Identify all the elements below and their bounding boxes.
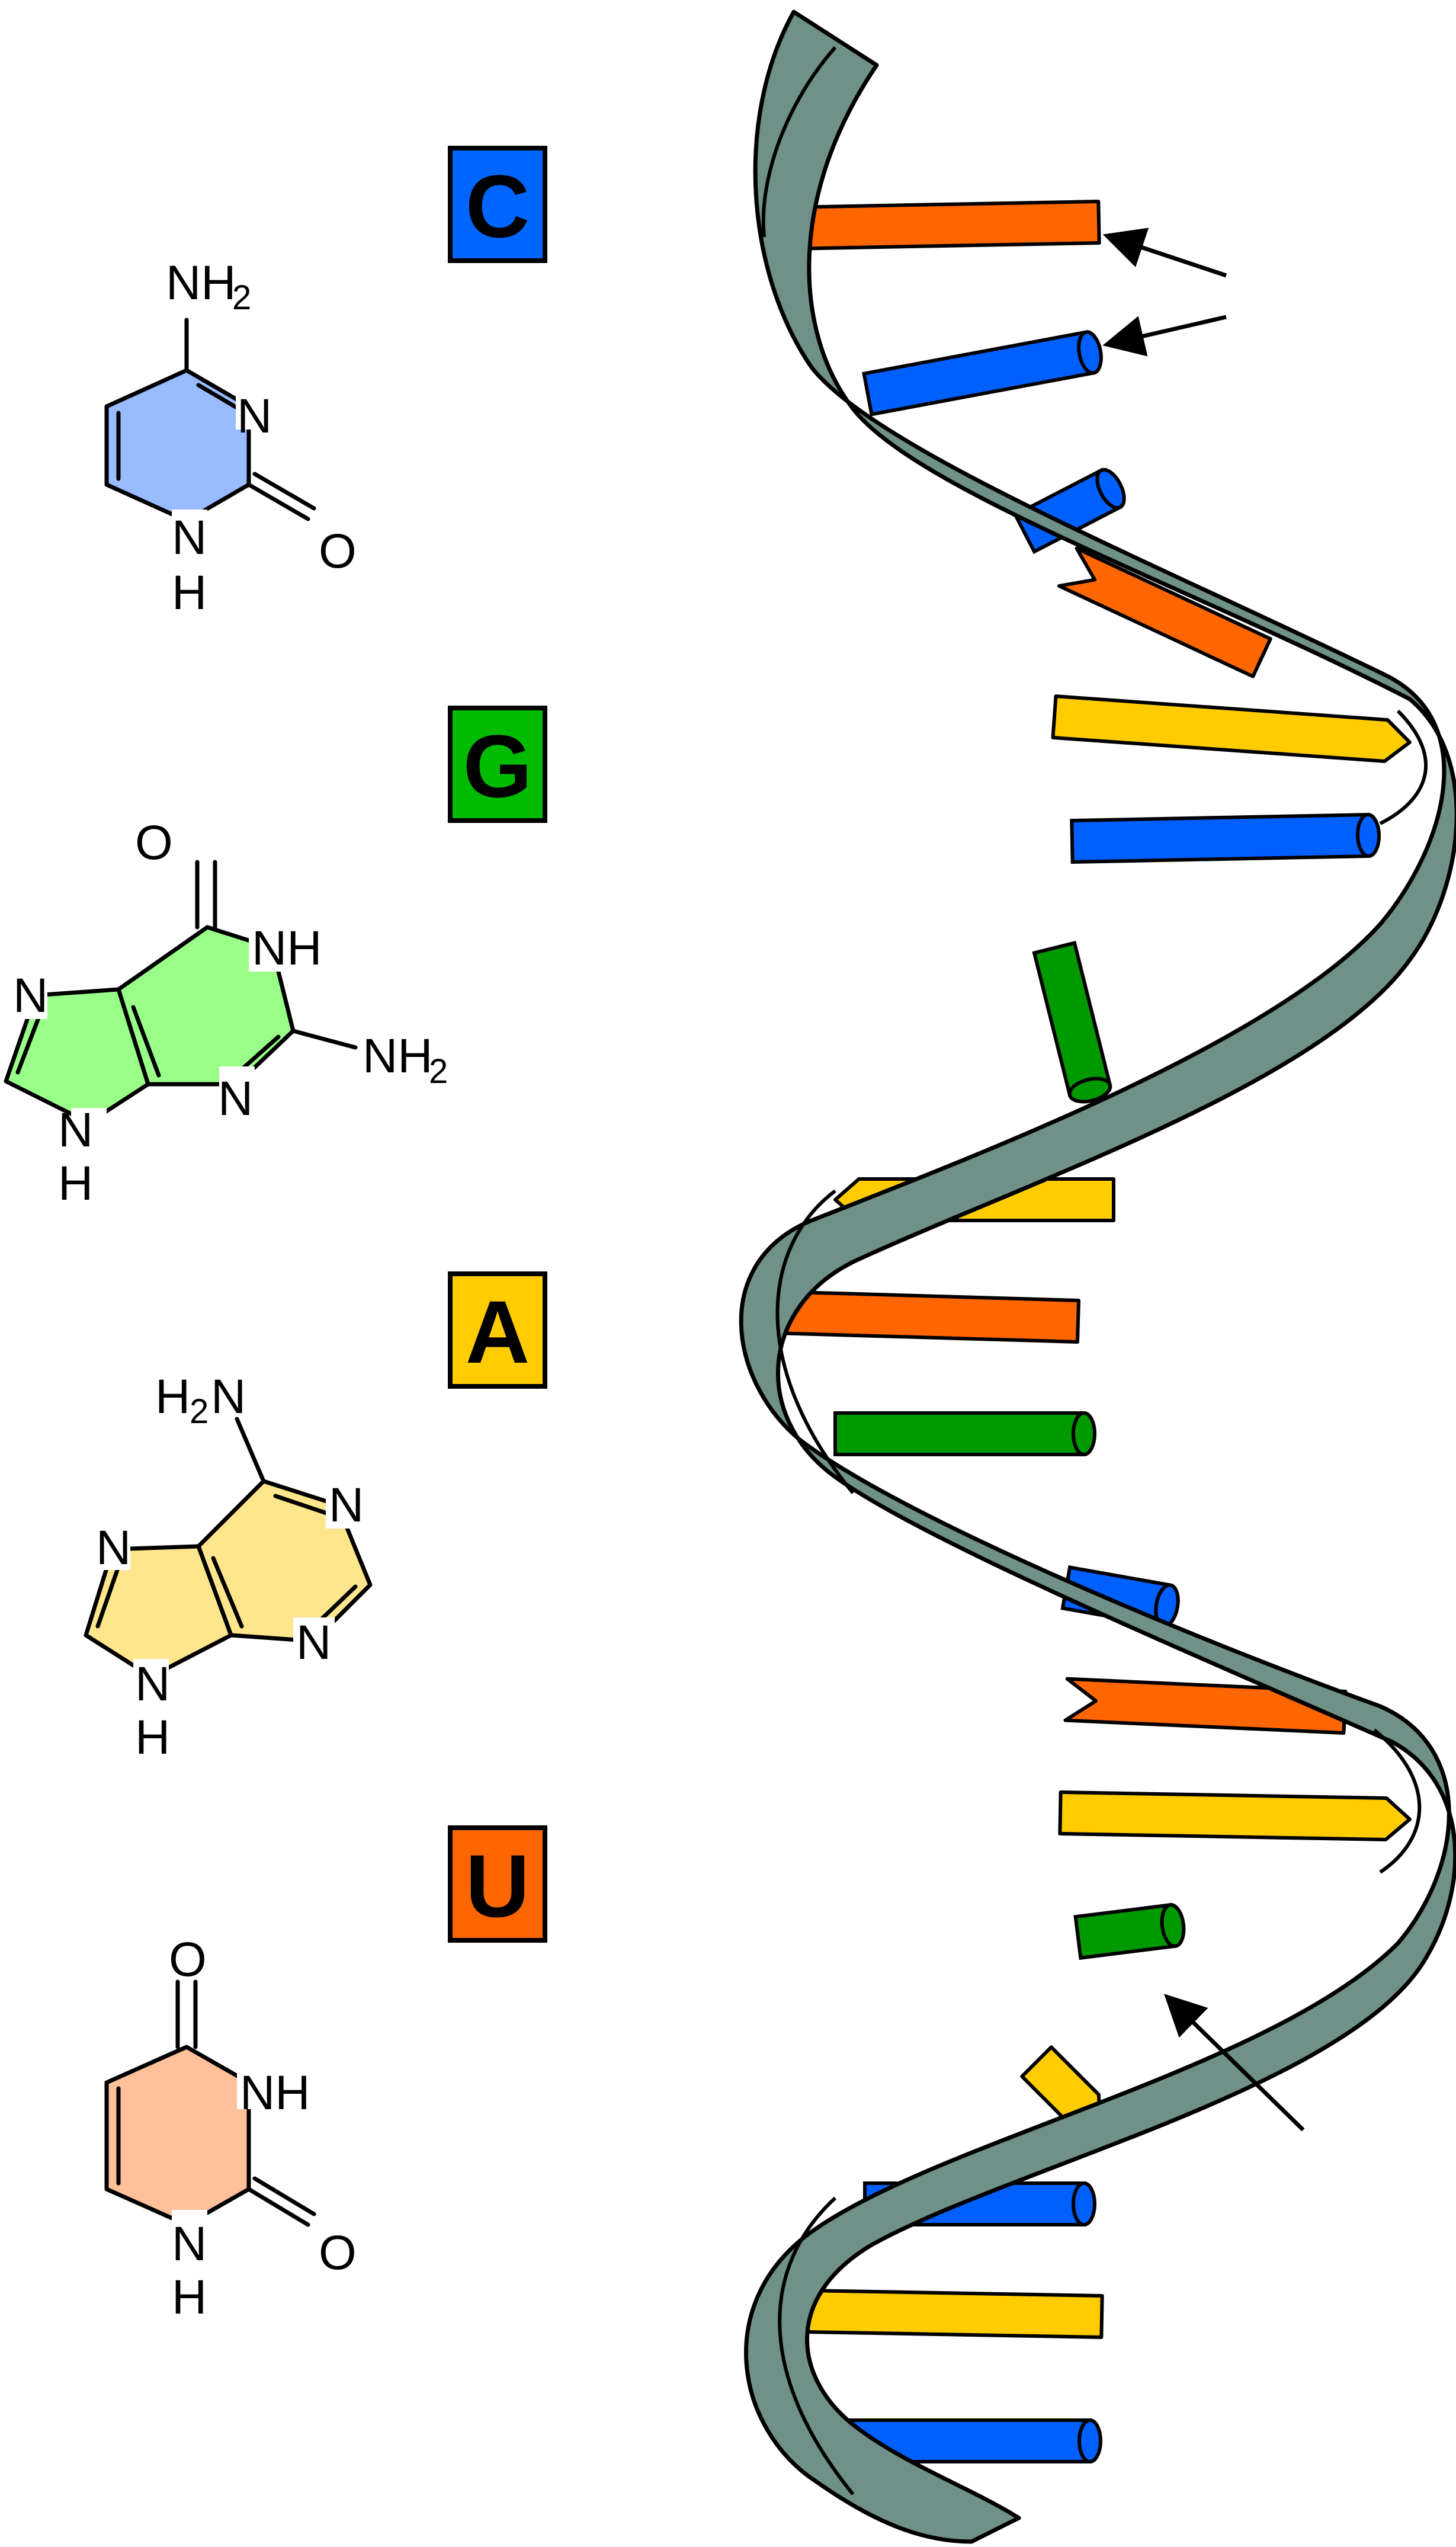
cytosine-o: O (319, 524, 357, 578)
helix-rung-guanine (833, 1411, 1096, 1456)
uracil-o2: O (319, 2226, 357, 2280)
helix-rung-guanine (1073, 1902, 1186, 1960)
badge-a-letter: A (466, 1282, 530, 1382)
adenine-n3: N (296, 1616, 331, 1670)
badge-c-letter: C (466, 156, 530, 256)
backbone-edge (1379, 709, 1428, 825)
helix-rung-adenine (1058, 1790, 1412, 1841)
guanine-structure: O NH N NH 2 N N H (4, 816, 448, 1210)
badge-u: U (448, 1825, 547, 1943)
backbone-edge (761, 46, 837, 238)
adenine-h2n-sub: 2 (190, 1392, 209, 1431)
guanine-o: O (135, 816, 173, 870)
backbone-edge (1373, 1728, 1422, 1874)
badge-a: A (448, 1271, 547, 1389)
guanine-nh: NH (252, 921, 322, 975)
cytosine-n1-h: H (172, 566, 207, 620)
uracil-n1-h: H (172, 2270, 207, 2324)
helix-rung-uracil (768, 200, 1101, 251)
helix-rung-cytosine (862, 330, 1103, 417)
uracil-o4: O (169, 1933, 207, 1987)
helix-rung-guanine (1032, 940, 1112, 1104)
rna-helix (739, 9, 1456, 2544)
badge-g: G (448, 706, 547, 823)
guanine-nh2-sub: 2 (429, 1052, 448, 1091)
helix-rung-uracil (1057, 546, 1272, 678)
guanine-n9: N (58, 1103, 93, 1157)
helix-rung-adenine (1051, 694, 1412, 763)
adenine-h2n-n: N (211, 1370, 246, 1424)
adenine-h2n-h: H (155, 1370, 190, 1424)
backbone-arrow (1163, 1994, 1305, 2132)
backbone-edge (778, 2196, 855, 2495)
adenine-n9-h: H (135, 1710, 170, 1764)
cytosine-structure: NH 2 N N H O (104, 256, 357, 620)
adenine-n9: N (135, 1657, 170, 1711)
guanine-nh2: NH (363, 1029, 432, 1083)
badge-c: C (448, 146, 547, 263)
base-arrow-uracil (1102, 228, 1227, 278)
uracil-structure: O NH N H O (104, 1933, 357, 2324)
backbone-strand-a (739, 9, 1456, 2544)
cytosine-nh2-sub: 2 (232, 278, 251, 317)
cytosine-n1: N (172, 511, 207, 565)
uracil-n1: N (172, 2217, 207, 2271)
badge-u-letter: U (466, 1836, 530, 1936)
helix-rung-cytosine (1070, 812, 1381, 864)
base-arrow-cytosine (1102, 315, 1227, 357)
guanine-n9-h: H (58, 1156, 93, 1210)
adenine-n1: N (329, 1478, 364, 1532)
adenine-structure: H 2 N N N N N H (84, 1370, 373, 1764)
cytosine-nh2: NH (166, 256, 236, 310)
badge-g-letter: G (463, 716, 533, 816)
guanine-n7: N (13, 969, 48, 1023)
backbone-edge (775, 1189, 855, 1494)
adenine-n7: N (96, 1521, 131, 1575)
guanine-n3: N (218, 1072, 253, 1126)
cytosine-n3: N (237, 389, 272, 443)
uracil-nh: NH (240, 2066, 310, 2120)
